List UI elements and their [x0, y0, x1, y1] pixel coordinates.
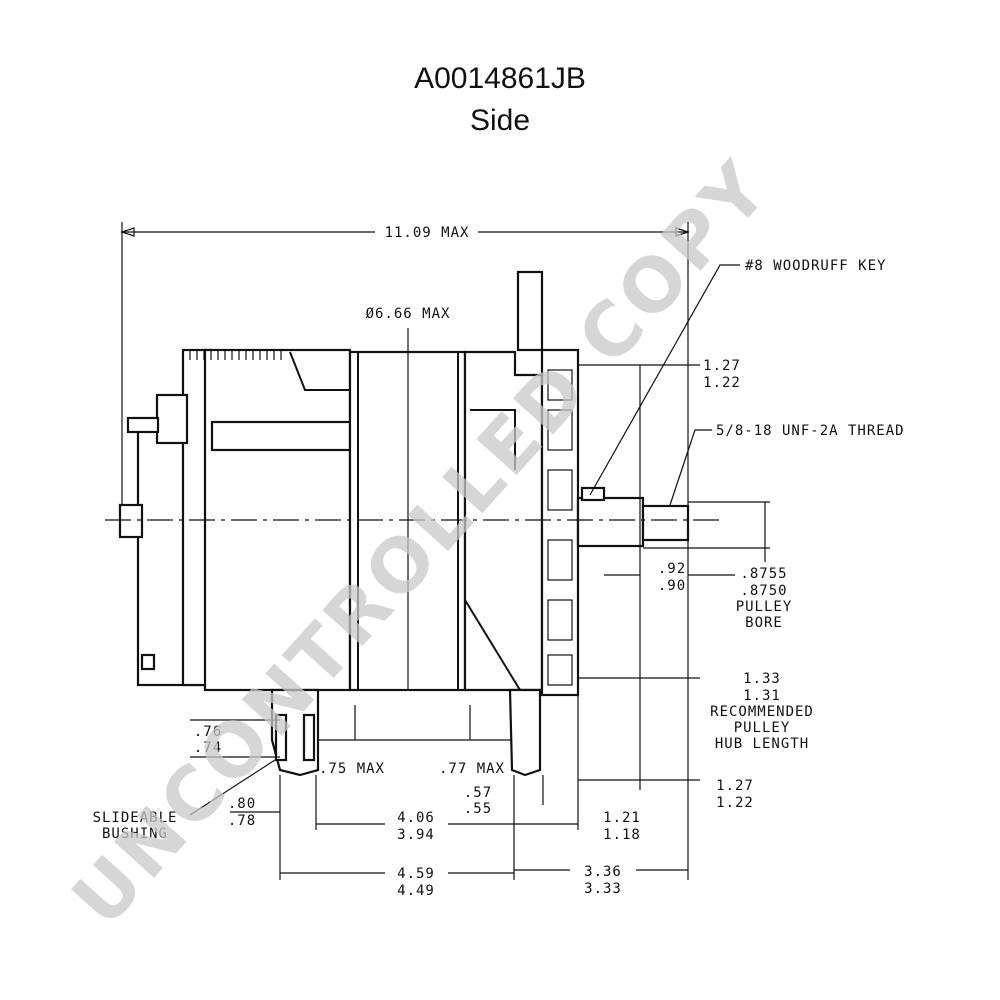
dim-mount-span-min: 4.49 — [397, 883, 435, 899]
dim-hub-max: 1.33 — [743, 671, 781, 687]
dim-rear-ear-w-min: .78 — [228, 813, 256, 829]
dim-ear-span-max: 4.06 — [397, 810, 435, 826]
dim-bushing-min: .74 — [194, 740, 222, 756]
drawing-title: A0014861JB — [414, 62, 586, 95]
label-woodruff-key: #8 WOODRUFF KEY — [745, 258, 886, 274]
dim-fan-offset-min: 1.22 — [703, 375, 741, 391]
dim-bore-max: .8755 — [740, 566, 787, 582]
dim-overall-length: 11.09 MAX — [385, 225, 470, 241]
dim-rear-ear-w-max: .80 — [228, 796, 256, 812]
dimension-labels: 11.09 MAX Ø6.66 MAX #8 WOODRUFF KEY 5/8-… — [93, 225, 905, 899]
dim-front-ext-min: 3.33 — [584, 881, 622, 897]
caption-bushing-1: SLIDEABLE — [93, 810, 178, 826]
dim-hub-min: 1.31 — [743, 688, 781, 704]
caption-bore-2: BORE — [745, 615, 783, 631]
caption-bushing-2: BUSHING — [102, 826, 168, 842]
dim-ear-gap-max: .57 — [464, 785, 492, 801]
dim-bore-min: .8750 — [740, 583, 787, 599]
caption-bore-1: PULLEY — [736, 599, 793, 615]
dim-ear-span-min: 3.94 — [397, 827, 435, 843]
drawing-subtitle: Side — [470, 104, 530, 137]
dimension-lines — [120, 222, 770, 880]
caption-hub-3: HUB LENGTH — [715, 736, 809, 752]
dim-front-to-hub-min: 1.18 — [603, 827, 641, 843]
dim-mount-span-max: 4.59 — [397, 866, 435, 882]
dim-front-offset-max: 1.27 — [716, 778, 754, 794]
dim-ear-gap-min: .55 — [464, 801, 492, 817]
dim-front-ear: .77 MAX — [439, 761, 505, 777]
dim-rear-ear: .75 MAX — [319, 761, 385, 777]
dim-front-ext-max: 3.36 — [584, 864, 622, 880]
caption-hub-2: PULLEY — [734, 720, 791, 736]
dim-diameter: Ø6.66 MAX — [366, 306, 451, 322]
dim-front-to-hub-max: 1.21 — [603, 810, 641, 826]
dim-bushing-max: .76 — [194, 724, 222, 740]
dim-shaft-min: .90 — [658, 578, 686, 594]
dim-fan-offset-max: 1.27 — [703, 358, 741, 374]
label-thread: 5/8-18 UNF-2A THREAD — [716, 423, 905, 439]
caption-hub-1: RECOMMENDED — [710, 704, 814, 720]
dim-front-offset-min: 1.22 — [716, 795, 754, 811]
dim-shaft-max: .92 — [658, 561, 686, 577]
